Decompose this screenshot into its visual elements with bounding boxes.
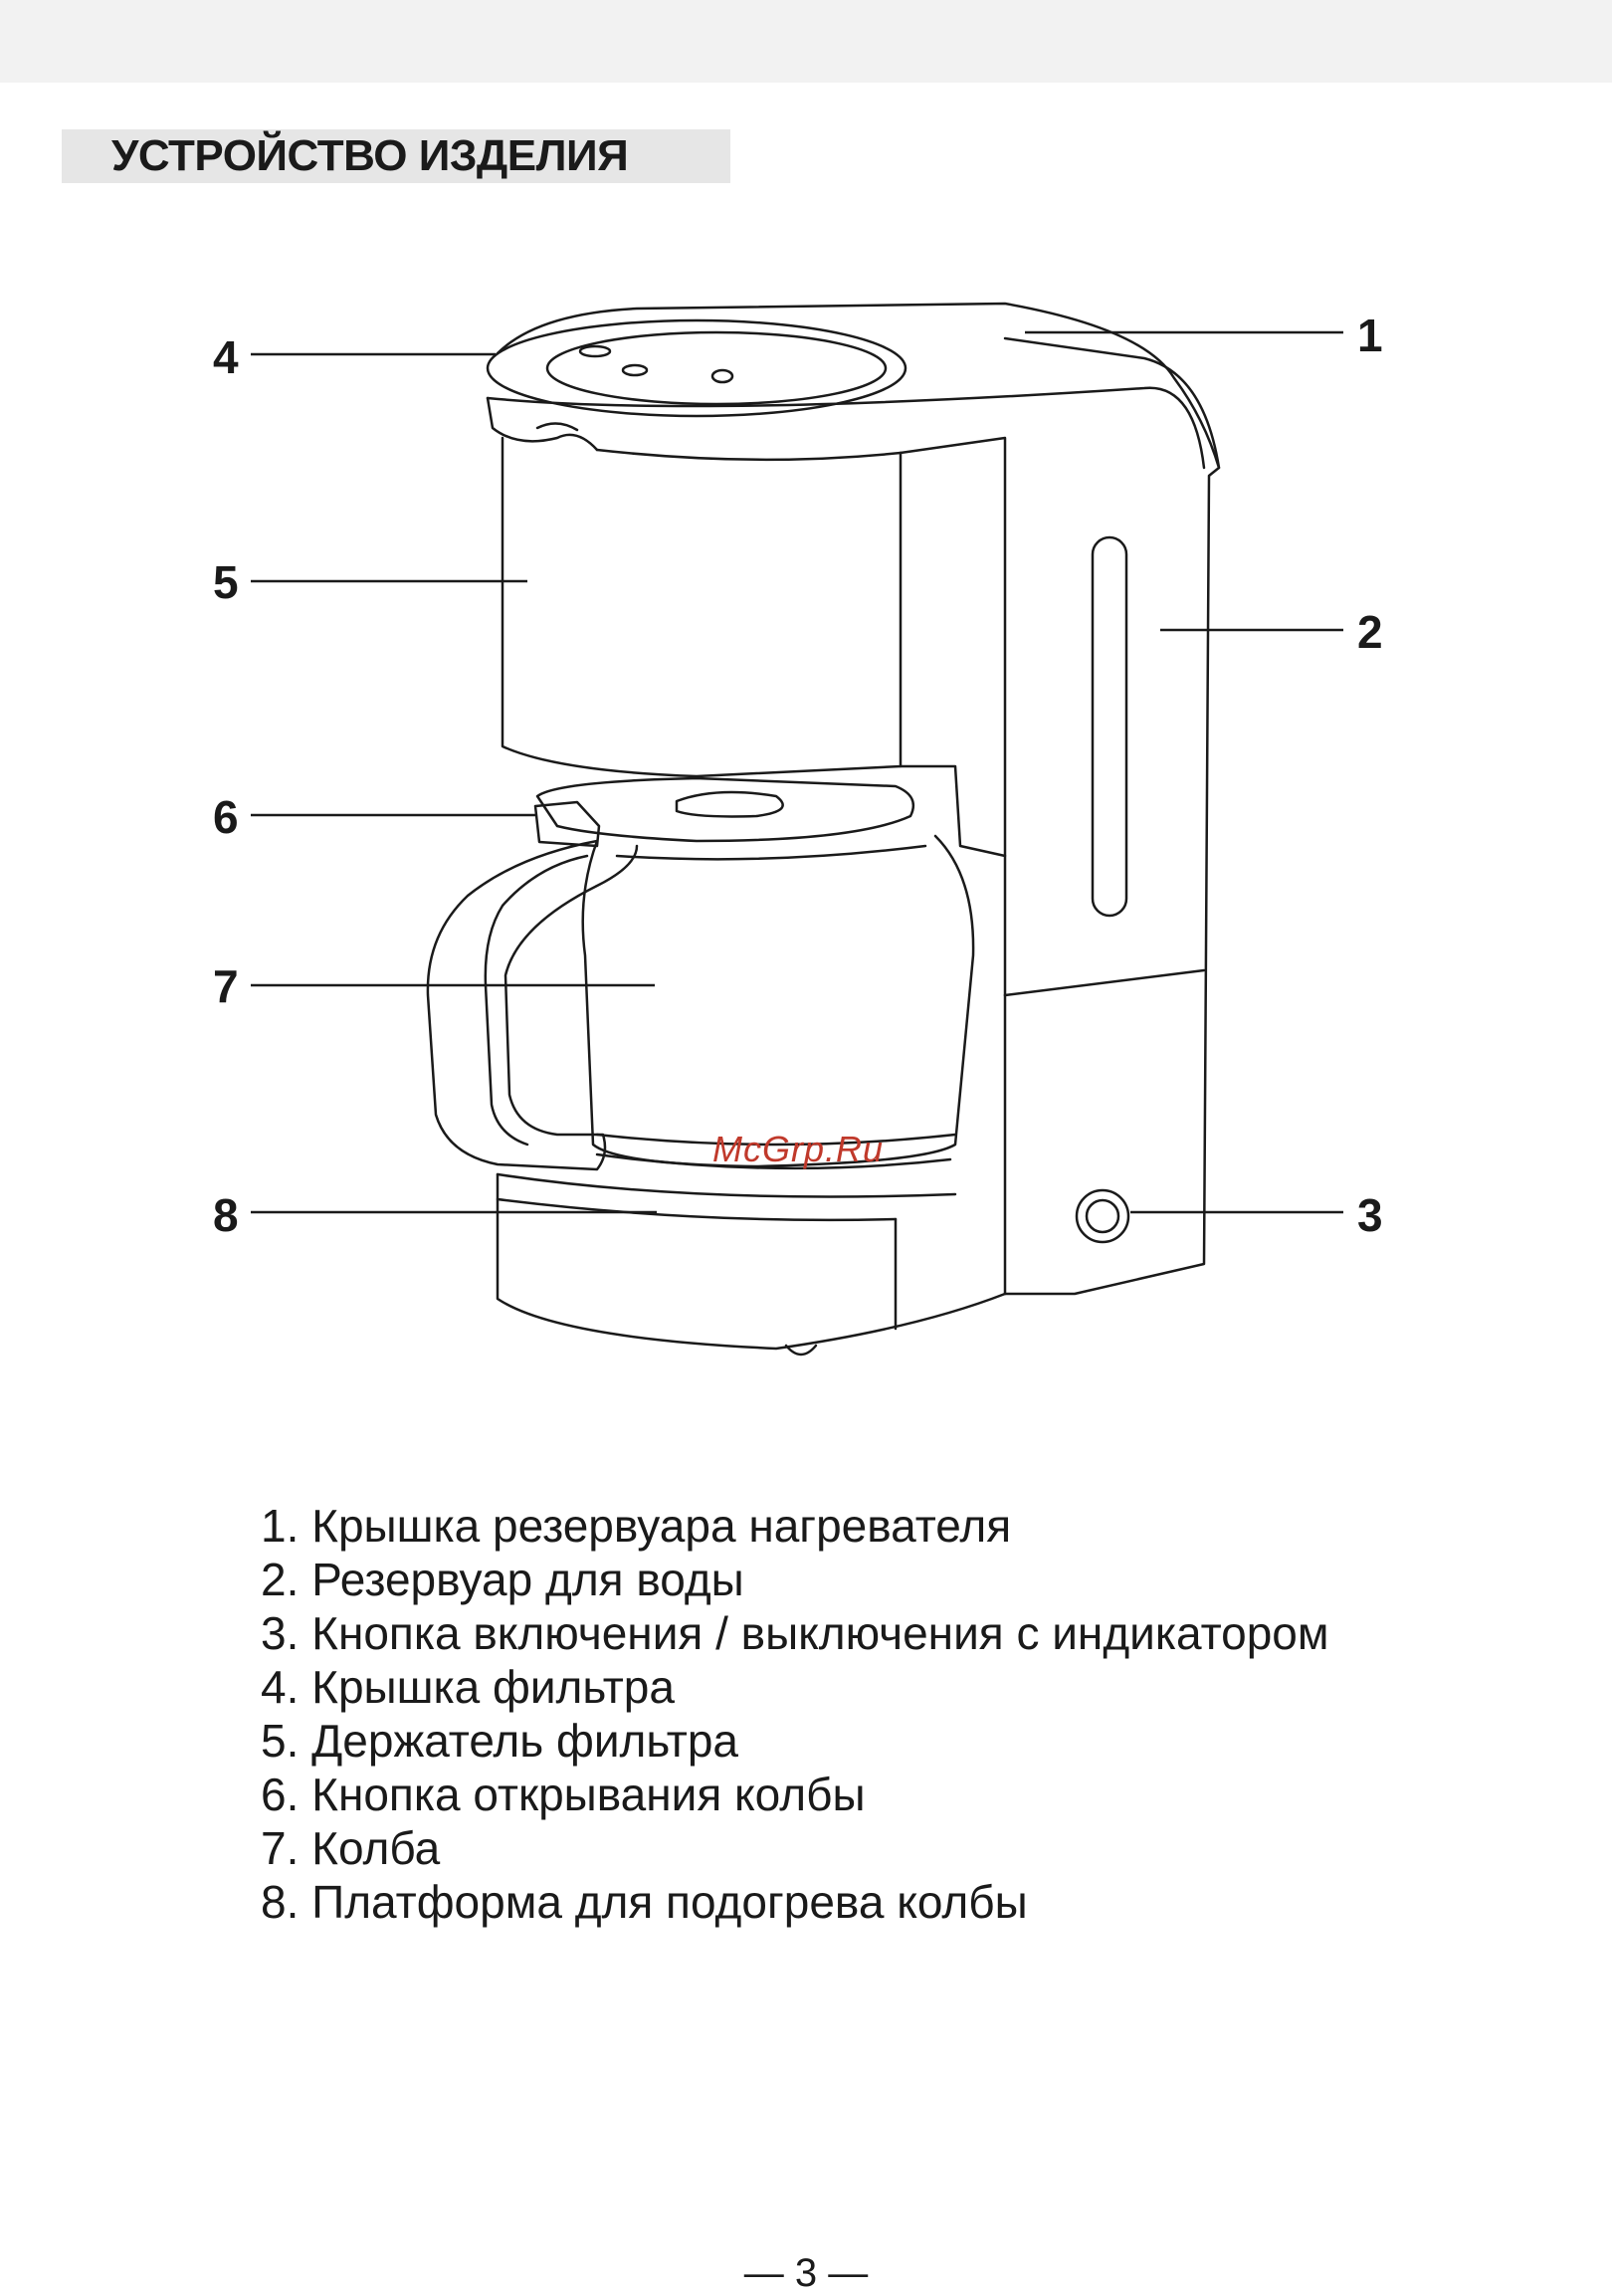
legend-item: 8. Платформа для подогрева колбы (261, 1875, 1329, 1929)
power-button (1077, 1190, 1128, 1242)
legend-item: 6. Кнопка открывания колбы (261, 1768, 1329, 1821)
callout-2: 2 (1357, 609, 1383, 655)
carafe-glass (583, 836, 973, 1166)
legend-item: 1. Крышка резервуара нагревателя (261, 1499, 1329, 1553)
top-band (0, 0, 1612, 83)
filter-lid (488, 320, 906, 416)
watermark: McGrp.Ru (712, 1129, 884, 1170)
legend-item: 3. Кнопка включения / выключения с индик… (261, 1606, 1329, 1660)
parts-legend: 1. Крышка резервуара нагревателя 2. Резе… (261, 1499, 1329, 1929)
water-reservoir-body (1005, 338, 1219, 1294)
reservoir-lid (498, 304, 1219, 468)
callout-3: 3 (1357, 1192, 1383, 1238)
water-level-window (1093, 537, 1126, 916)
section-heading: УСТРОЙСТВО ИЗДЕЛИЯ (111, 129, 628, 183)
callout-8: 8 (213, 1192, 239, 1238)
carafe-lid (537, 778, 913, 841)
legend-item: 5. Держатель фильтра (261, 1714, 1329, 1768)
callout-1: 1 (1357, 313, 1383, 358)
legend-item: 2. Резервуар для воды (261, 1553, 1329, 1606)
filter-holder (503, 438, 901, 776)
callout-4: 4 (213, 334, 239, 380)
legend-item: 4. Крышка фильтра (261, 1660, 1329, 1714)
page-number: — 3 — (0, 2251, 1612, 2296)
callout-6: 6 (213, 794, 239, 840)
carafe-handle (428, 841, 637, 1169)
callout-5: 5 (213, 559, 239, 605)
legend-item: 7. Колба (261, 1821, 1329, 1875)
warming-platform (498, 1174, 955, 1197)
callout-7: 7 (213, 963, 239, 1009)
